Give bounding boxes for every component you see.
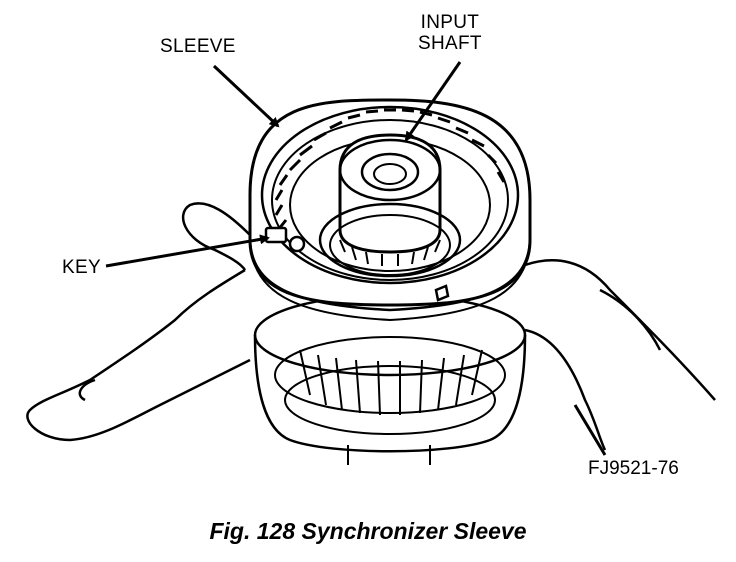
key-part (264, 226, 450, 302)
sleeve-leader (212, 64, 280, 128)
fixture-right-arm (524, 259, 716, 451)
lower-gear-cluster (253, 293, 527, 465)
figure-caption: Fig. 128 Synchronizer Sleeve (209, 518, 527, 544)
input-shaft (318, 133, 462, 278)
input-shaft-label: INPUT SHAFT (418, 12, 482, 54)
figure-id-leader (573, 404, 607, 456)
sleeve-label: SLEEVE (160, 36, 236, 57)
leader-lines (105, 61, 607, 456)
figure-id: FJ9521-76 (588, 458, 679, 479)
input-shaft-label-line2: SHAFT (418, 33, 482, 54)
input-shaft-leader (404, 61, 462, 142)
key-leader (105, 234, 270, 268)
fixture-left-arm (26, 202, 251, 442)
key-label: KEY (62, 257, 101, 278)
input-shaft-label-line1: INPUT (420, 12, 480, 33)
